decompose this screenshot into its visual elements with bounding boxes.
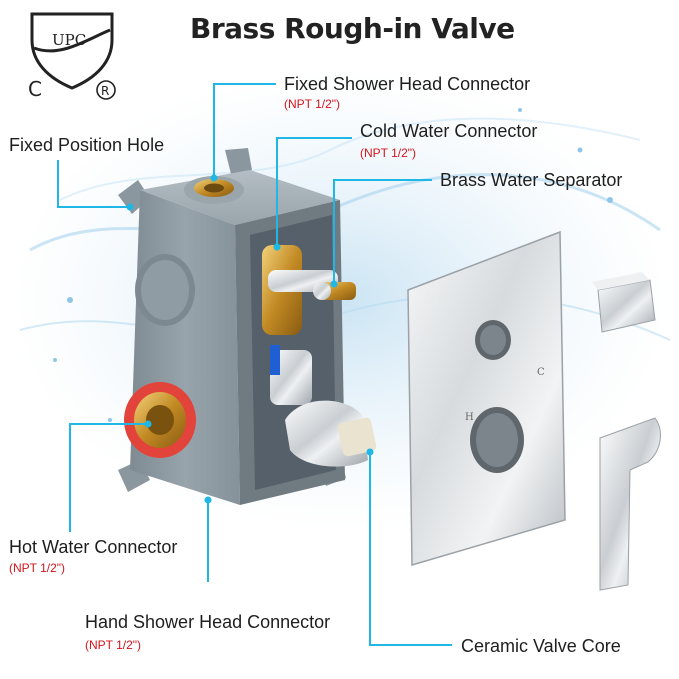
spec-hot-water: (NPT 1/2") <box>9 561 66 575</box>
valve-body <box>118 148 377 505</box>
label-hot-water: Hot Water Connector <box>9 537 178 557</box>
label-brass-water-separator: Brass Water Separator <box>440 170 623 190</box>
upc-logo-letters: UPC <box>52 31 86 49</box>
lever-handle <box>599 417 661 591</box>
trim-plate: H C <box>407 230 566 566</box>
label-hand-shower-head: Hand Shower Head Connector <box>85 612 331 632</box>
spec-hand-shower-head: (NPT 1/2") <box>85 638 142 652</box>
hot-mark: H <box>465 412 474 423</box>
label-fixed-shower-head: Fixed Shower Head Connector <box>284 74 531 94</box>
spec-fixed-shower-head: (NPT 1/2") <box>284 97 341 111</box>
leader-brass-separator <box>333 179 432 282</box>
leader-lines <box>57 83 452 646</box>
registered-mark: R <box>101 84 109 98</box>
leader-ceramic-valve-core <box>369 452 452 646</box>
leader-hot-water <box>69 423 146 532</box>
page-title: Brass Rough-in Valve <box>190 12 515 45</box>
leader-fixed-shower-head <box>213 83 276 176</box>
c-mark: C <box>28 77 42 101</box>
square-cover-cap <box>592 272 656 333</box>
spec-cold-water: (NPT 1/2") <box>360 146 417 160</box>
label-ceramic-valve-core: Ceramic Valve Core <box>461 636 621 656</box>
leader-fixed-position-hole <box>57 160 128 208</box>
upc-certification-logo: UPC C R <box>28 12 116 101</box>
leader-cold-water <box>276 137 352 245</box>
label-cold-water: Cold Water Connector <box>360 121 538 141</box>
label-fixed-position-hole: Fixed Position Hole <box>9 135 165 155</box>
cold-mark: C <box>537 367 545 378</box>
